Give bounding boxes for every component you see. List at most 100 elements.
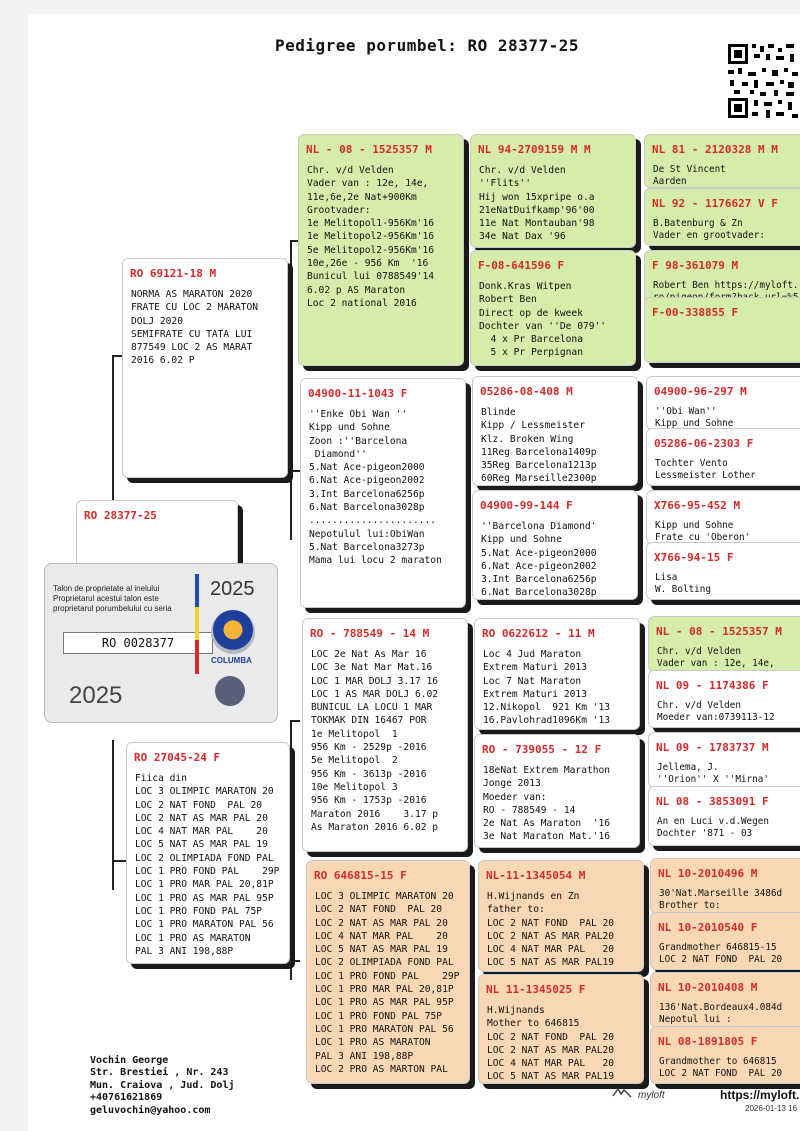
pedigree-card: RO - 739055 - 12 F 18eNat Extrem Maratho… — [474, 734, 640, 848]
card-notes: Kipp und Sohne Frate cu 'Oberon' — [655, 520, 751, 544]
pedigree-card: X766-94-15 F Lisa W. Bolting — [646, 542, 800, 600]
card-notes: Chr. v/d Velden ''Flits'' Hij won 15xpri… — [479, 165, 595, 243]
pedigree-card: 04900-96-297 M ''Obi Wan'' Kipp und Sohn… — [646, 376, 800, 430]
pedigree-card-sire: RO 69121-18 M NORMA AS MARATON 2020 FRAT… — [122, 258, 288, 478]
owner-street: Str. Brestiei , Nr. 243 — [90, 1067, 229, 1079]
ring-number: NL 10-2010540 F — [658, 921, 758, 934]
ring-number: F-00-338855 F — [652, 306, 739, 319]
connector-line — [112, 860, 126, 862]
ring-number: NL 81 - 2120328 M M — [652, 143, 778, 156]
ticket-ring-number: RO 0028377 — [63, 632, 213, 654]
card-notes: H.Wijnands Mother to 646815 LOC 2 NAT FO… — [487, 1005, 615, 1083]
ring-number: RO 27045-24 F — [134, 751, 221, 764]
pedigree-card: 04900-99-144 F ''Barcelona Diamond' Kipp… — [472, 490, 638, 600]
pedigree-card: NL 10-2010408 M 136'Nat.Bordeaux4.084d N… — [650, 972, 800, 1028]
card-notes: 30'Nat.Marseille 3486d Brother to: — [659, 888, 783, 912]
connector-line — [290, 470, 300, 472]
card-notes: Loc 4 Jud Maraton Extrem Maturi 2013 Loc… — [483, 649, 611, 727]
ring-number: RO 28377-25 — [84, 509, 157, 522]
pedigree-card: F-00-338855 F — [644, 297, 800, 363]
ring-number: RO - 788549 - 14 M — [310, 627, 430, 640]
card-notes: An en Luci v.d.Wegen Dochter '871 - 03 — [657, 816, 769, 840]
bird-emblem-icon — [215, 676, 245, 706]
ring-number: 05286-08-408 M — [480, 385, 573, 398]
pedigree-card: X766-95-452 M Kipp und Sohne Frate cu 'O… — [646, 490, 800, 544]
ring-number: NL - 08 - 1525357 M — [656, 625, 782, 638]
connector-line — [112, 740, 114, 890]
ring-number: F 98-361079 M — [652, 259, 739, 272]
pedigree-card-subject: RO 28377-25 — [76, 500, 238, 568]
ring-number: NL 11-1345025 F — [486, 983, 586, 996]
ring-ownership-ticket: Talon de proprietate al inelului Proprie… — [44, 563, 278, 723]
ring-number: 04900-11-1043 F — [308, 387, 408, 400]
card-notes: Chr. v/d Velden Moeder van:0739113-12 — [657, 700, 775, 724]
ticket-header: Talon de proprietate al inelului Proprie… — [53, 584, 172, 613]
connector-line — [290, 720, 300, 722]
ring-number: F-08-641596 F — [478, 259, 565, 272]
card-notes: Fiica din LOC 3 OLIMPIC MARATON 20 LOC 2… — [135, 773, 280, 957]
card-notes: ''Obi Wan'' Kipp und Sohne — [655, 406, 734, 430]
card-notes: Donk.Kras Witpen Robert Ben Direct op de… — [479, 281, 607, 359]
pedigree-card: NL 92 - 1176627 V F B.Batenburg & Zn Vad… — [644, 188, 800, 246]
pedigree-card: RO - 788549 - 14 M LOC 2e Nat As Mar 16 … — [302, 618, 468, 852]
page-title: Pedigree porumbel: RO 28377-25 — [275, 36, 579, 55]
ring-number: NL - 08 - 1525357 M — [306, 143, 432, 156]
qr-code-icon — [726, 42, 800, 122]
pedigree-card: NL 10-2010540 F Grandmother 646815-15 LO… — [650, 912, 800, 970]
connector-line — [290, 240, 292, 540]
pedigree-card: NL 09 - 1783737 M Jellema, J. ''Orion'' … — [648, 732, 800, 788]
ring-number: RO - 739055 - 12 F — [482, 743, 602, 756]
ticket-year: 2025 — [210, 578, 255, 600]
card-notes: NORMA AS MARATON 2020 FRATE CU LOC 2 MAR… — [131, 289, 259, 367]
pedigree-card: RO 0622612 - 11 M Loc 4 Jud Maraton Extr… — [474, 618, 640, 730]
pedigree-card: RO 646815-15 F LOC 3 OLIMPIC MARATON 20 … — [306, 860, 470, 1084]
owner-email[interactable]: geluvochin@yahoo.com — [90, 1104, 211, 1116]
ring-number: NL 09 - 1783737 M — [656, 741, 769, 754]
pedigree-card: NL 08 - 3853091 F An en Luci v.d.Wegen D… — [648, 786, 800, 846]
pedigree-card: NL 10-2010496 M 30'Nat.Marseille 3486d B… — [650, 858, 800, 914]
pedigree-card: NL 81 - 2120328 M M De St Vincent Aarden — [644, 134, 800, 188]
myloft-link[interactable]: https://myloft. — [720, 1088, 800, 1102]
pedigree-card-dam: RO 27045-24 F Fiica din LOC 3 OLIMPIC MA… — [126, 742, 290, 964]
pedigree-card: NL-11-1345054 M H.Wijnands en Zn father … — [478, 860, 644, 972]
pedigree-card: F-08-641596 F Donk.Kras Witpen Robert Be… — [470, 250, 636, 366]
brand-name: myloft — [638, 1090, 665, 1101]
connector-line — [290, 240, 300, 242]
ring-number: 05286-06-2303 F — [654, 437, 754, 450]
card-notes: 18eNat Extrem Marathon Jonge 2013 Moeder… — [483, 765, 611, 843]
card-notes: H.Wijnands en Zn father to: LOC 2 NAT FO… — [487, 891, 615, 969]
pedigree-card-sire-sire: NL - 08 - 1525357 M Chr. v/d Velden Vade… — [298, 134, 464, 366]
card-notes: ''Enke Obi Wan '' Kipp und Sohne Zoon :'… — [309, 409, 442, 567]
print-date: 2026-01-13 16 — [745, 1104, 798, 1113]
pedigree-card: NL 11-1345025 F H.Wijnands Mother to 646… — [478, 974, 644, 1084]
pedigree-card: 04900-11-1043 F ''Enke Obi Wan '' Kipp u… — [300, 378, 466, 608]
ring-number: RO 646815-15 F — [314, 869, 407, 882]
card-notes: Jellema, J. ''Orion'' X ''Mirna' — [657, 762, 769, 786]
card-notes: Grandmother 646815-15 LOC 2 NAT FOND PAL… — [659, 942, 783, 966]
ring-number: NL 94-2709159 M M — [478, 143, 591, 156]
card-notes: Chr. v/d Velden Vader van : 12e, 14e, — [657, 646, 775, 670]
ring-number: NL-11-1345054 M — [486, 869, 586, 882]
owner-city: Mun. Craiova , Jud. Dolj — [90, 1079, 235, 1091]
connector-line — [290, 720, 292, 980]
ring-number: NL 10-2010496 M — [658, 867, 758, 880]
ticket-year-large: 2025 — [69, 682, 123, 709]
pedigree-card: 05286-06-2303 F Tochter Vento Lessmeiste… — [646, 428, 800, 486]
pedigree-card: 05286-08-408 M Blinde Kipp / Lessmeister… — [472, 376, 638, 486]
card-notes: Tochter Vento Lessmeister Lother — [655, 458, 756, 482]
myloft-logo-icon — [612, 1087, 632, 1098]
owner-info: Vochin George Str. Brestiei , Nr. 243 Mu… — [90, 1055, 235, 1117]
ring-number: X766-94-15 F — [654, 551, 734, 564]
ring-number: NL 08-1891805 F — [658, 1035, 758, 1048]
card-notes: LOC 3 OLIMPIC MARATON 20 LOC 2 NAT FOND … — [315, 891, 460, 1075]
pedigree-card: NL 08-1891805 F Grandmother to 646815 LO… — [650, 1026, 800, 1084]
ring-number: RO 69121-18 M — [130, 267, 217, 280]
owner-name: Vochin George — [90, 1055, 169, 1066]
ticket-org: COLUMBA — [211, 656, 252, 665]
card-notes: De St Vincent Aarden — [653, 164, 726, 188]
connector-line — [112, 355, 126, 357]
ring-number: 04900-99-144 F — [480, 499, 573, 512]
ring-number: RO 0622612 - 11 M — [482, 627, 595, 640]
card-notes: LOC 2e Nat As Mar 16 LOC 3e Nat Mar Mat.… — [311, 649, 439, 833]
card-notes: B.Batenburg & Zn Vader en grootvader: — [653, 218, 765, 242]
